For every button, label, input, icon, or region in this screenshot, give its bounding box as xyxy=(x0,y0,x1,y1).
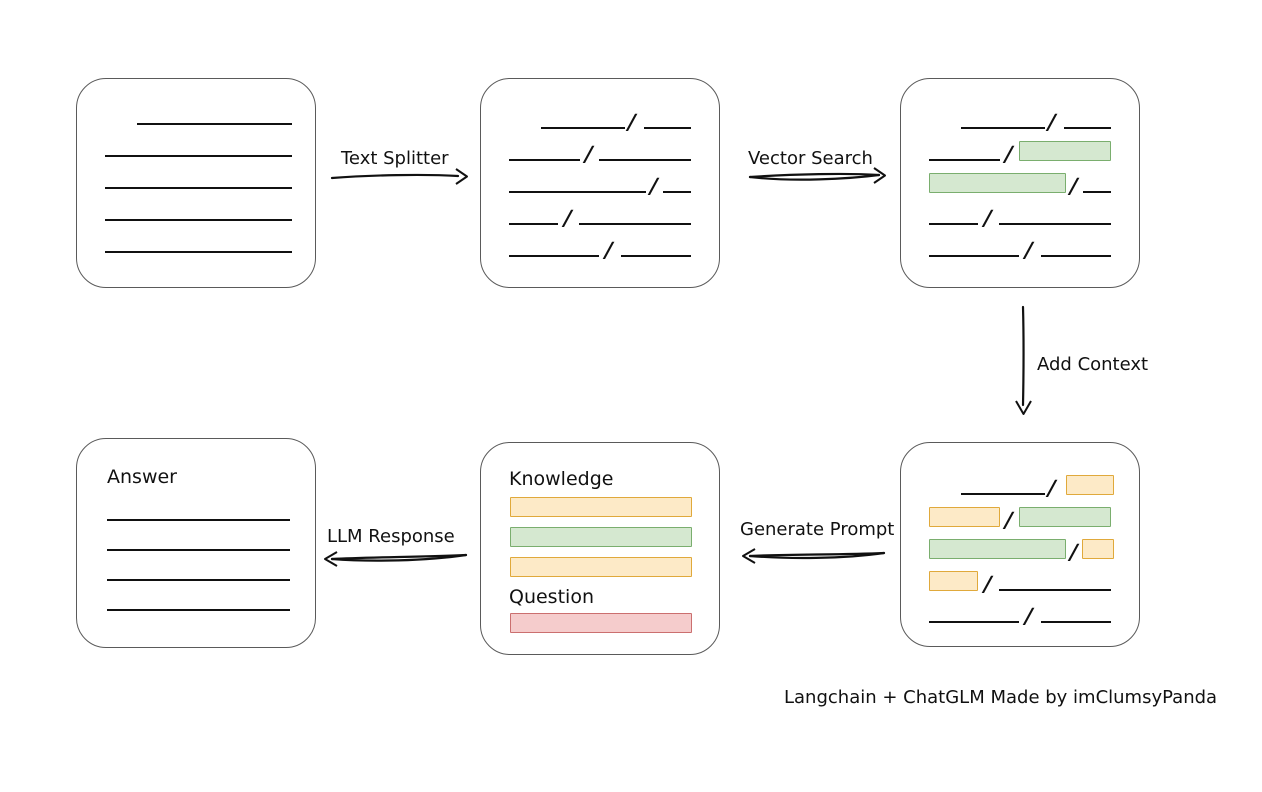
chunk-slash: / xyxy=(1069,540,1079,564)
chunk-line xyxy=(929,621,1019,623)
vector-matched-document-card[interactable]: / / / / / xyxy=(900,78,1140,288)
chunk-slash: / xyxy=(563,206,573,230)
matched-chunk[interactable] xyxy=(929,539,1066,559)
arrow-text-splitter xyxy=(330,166,470,188)
chunk-line xyxy=(644,127,691,129)
matched-chunk[interactable] xyxy=(1019,141,1111,161)
chunk-slash: / xyxy=(1069,174,1079,198)
chunk-slash: / xyxy=(983,572,993,596)
chunk-line xyxy=(541,127,625,129)
context-chunk[interactable] xyxy=(1082,539,1114,559)
chunk-line xyxy=(1041,621,1111,623)
chunk-line xyxy=(929,255,1019,257)
chunk-line xyxy=(663,191,691,193)
edge-label-generate-prompt: Generate Prompt xyxy=(740,519,895,540)
context-document-card[interactable]: / / / / / xyxy=(900,442,1140,647)
chunk-slash: / xyxy=(1047,476,1057,500)
document-line xyxy=(105,251,292,253)
chunk-line xyxy=(961,493,1045,495)
context-chunk[interactable] xyxy=(929,507,1000,527)
chunk-line xyxy=(1041,255,1111,257)
knowledge-chunk[interactable] xyxy=(510,497,692,517)
split-document-card[interactable]: / / / / / xyxy=(480,78,720,288)
chunk-line xyxy=(509,191,646,193)
chunk-line xyxy=(1064,127,1111,129)
question-chunk[interactable] xyxy=(510,613,692,633)
edge-label-vector-search: Vector Search xyxy=(748,148,873,169)
chunk-line xyxy=(1083,191,1111,193)
chunk-slash: / xyxy=(627,110,637,134)
credit-text: Langchain + ChatGLM Made by imClumsyPand… xyxy=(784,687,1218,708)
answer-line xyxy=(107,519,290,521)
chunk-line xyxy=(621,255,691,257)
context-chunk[interactable] xyxy=(929,571,978,591)
document-line xyxy=(137,123,292,125)
arrow-add-context xyxy=(1012,305,1036,417)
chunk-slash: / xyxy=(1004,142,1014,166)
knowledge-label: Knowledge xyxy=(509,468,614,490)
answer-line xyxy=(107,549,290,551)
arrow-llm-response xyxy=(318,548,468,570)
matched-chunk[interactable] xyxy=(929,173,1066,193)
arrow-generate-prompt xyxy=(738,545,886,567)
chunk-line xyxy=(999,223,1111,225)
answer-card[interactable]: Answer xyxy=(76,438,316,648)
answer-line xyxy=(107,609,290,611)
source-document-card[interactable] xyxy=(76,78,316,288)
chunk-slash: / xyxy=(983,206,993,230)
prompt-card[interactable]: Knowledge Question xyxy=(480,442,720,655)
chunk-slash: / xyxy=(649,174,659,198)
chunk-slash: / xyxy=(1004,508,1014,532)
chunk-line xyxy=(961,127,1045,129)
context-chunk[interactable] xyxy=(1066,475,1114,495)
chunk-line xyxy=(579,223,691,225)
chunk-slash: / xyxy=(584,142,594,166)
chunk-line xyxy=(509,223,558,225)
chunk-line xyxy=(929,159,1000,161)
chunk-slash: / xyxy=(1047,110,1057,134)
knowledge-chunk[interactable] xyxy=(510,527,692,547)
chunk-line xyxy=(509,159,580,161)
matched-chunk[interactable] xyxy=(1019,507,1111,527)
edge-label-llm-response: LLM Response xyxy=(327,526,455,547)
edge-label-text-splitter: Text Splitter xyxy=(341,148,449,169)
chunk-line xyxy=(929,223,978,225)
chunk-slash: / xyxy=(1024,604,1034,628)
arrow-vector-search xyxy=(748,165,888,187)
question-label: Question xyxy=(509,586,594,608)
answer-line xyxy=(107,579,290,581)
document-line xyxy=(105,187,292,189)
document-line xyxy=(105,155,292,157)
edge-label-add-context: Add Context xyxy=(1037,354,1149,375)
chunk-line xyxy=(509,255,599,257)
chunk-line xyxy=(599,159,691,161)
chunk-slash: / xyxy=(1024,238,1034,262)
chunk-line xyxy=(999,589,1111,591)
answer-label: Answer xyxy=(107,466,177,488)
chunk-slash: / xyxy=(604,238,614,262)
document-line xyxy=(105,219,292,221)
knowledge-chunk[interactable] xyxy=(510,557,692,577)
